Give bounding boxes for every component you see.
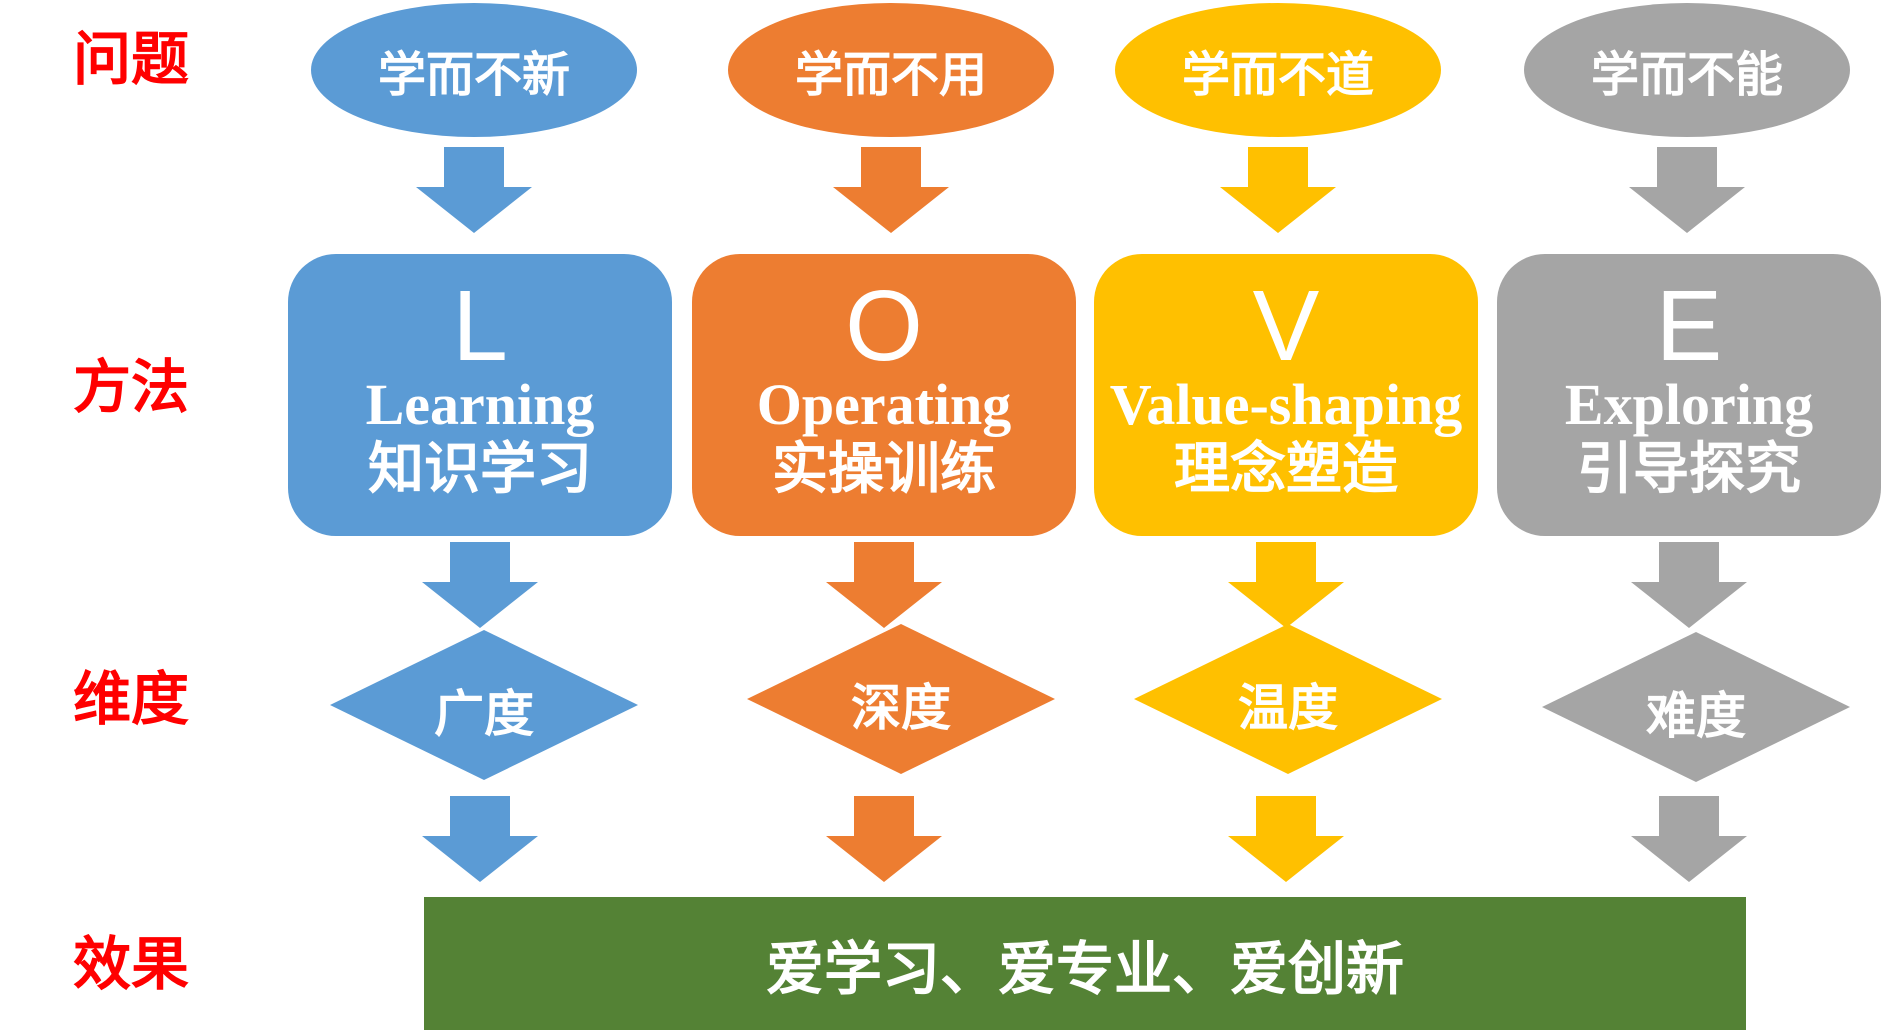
down-arrow-icon [422, 542, 538, 628]
down-arrow-icon [416, 147, 532, 233]
effect-text: 爱学习、爱专业、爱创新 [765, 934, 1404, 1003]
down-arrow-icon [1228, 542, 1344, 628]
method-box-value-shaping: V Value-shaping 理念塑造 [1094, 254, 1478, 536]
down-arrow-icon [1629, 147, 1745, 233]
method-box-operating: O Operating 实操训练 [692, 254, 1076, 536]
row-label-problem: 问题 [72, 25, 189, 93]
method-letter: E [1655, 270, 1723, 382]
row-label-method: 方法 [72, 353, 189, 421]
method-letter: O [845, 270, 923, 382]
dimension-text: 难度 [1646, 687, 1746, 745]
method-chinese: 引导探究 [1577, 437, 1801, 502]
dimension-diamond-value-shaping: 温度 [1134, 624, 1442, 774]
problem-ellipse-value-shaping: 学而不道 [1115, 3, 1441, 137]
method-letter: V [1252, 270, 1320, 382]
down-arrow-icon [1631, 796, 1747, 882]
method-english: Exploring [1564, 372, 1814, 437]
dimension-diamond-exploring: 难度 [1542, 632, 1850, 782]
problem-text: 学而不道 [1181, 47, 1374, 103]
down-arrow-icon [1228, 796, 1344, 882]
dimension-text: 广度 [434, 685, 534, 743]
down-arrow-icon [1220, 147, 1336, 233]
down-arrow-icon [1631, 542, 1747, 628]
method-chinese: 实操训练 [772, 437, 996, 502]
problem-text: 学而不用 [794, 47, 987, 103]
effect-bar: 爱学习、爱专业、爱创新 [424, 897, 1746, 1030]
problem-ellipse-exploring: 学而不能 [1524, 3, 1850, 137]
method-english: Learning [365, 372, 595, 437]
down-arrow-icon [826, 542, 942, 628]
method-box-exploring: E Exploring 引导探究 [1497, 254, 1881, 536]
row-label-dimension: 维度 [72, 665, 189, 733]
dimension-diamond-learning: 广度 [330, 630, 638, 780]
method-letter: L [452, 270, 508, 382]
dimension-text: 温度 [1238, 679, 1338, 737]
problem-text: 学而不能 [1590, 47, 1783, 103]
down-arrow-icon [826, 796, 942, 882]
problem-ellipse-operating: 学而不用 [728, 3, 1054, 137]
down-arrow-icon [833, 147, 949, 233]
method-chinese: 理念塑造 [1174, 437, 1398, 502]
method-english: Operating [756, 372, 1012, 437]
method-box-learning: L Learning 知识学习 [288, 254, 672, 536]
dimension-diamond-operating: 深度 [747, 624, 1055, 774]
problem-text: 学而不新 [377, 47, 570, 103]
down-arrow-icon [422, 796, 538, 882]
dimension-text: 深度 [851, 679, 951, 737]
problem-ellipse-learning: 学而不新 [311, 3, 637, 137]
method-english: Value-shaping [1109, 372, 1463, 437]
row-label-effect: 效果 [72, 930, 189, 998]
method-chinese: 知识学习 [368, 437, 592, 502]
